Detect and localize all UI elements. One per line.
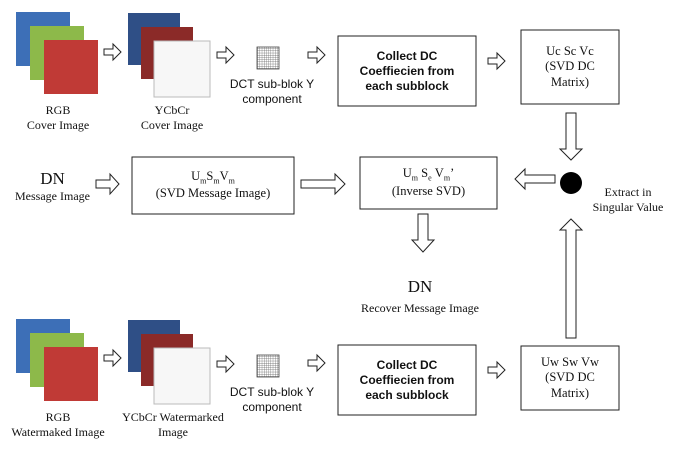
arrow-extract-to-inverse xyxy=(514,167,556,191)
message-image-caption: Message Image xyxy=(15,189,90,204)
svd-message-box xyxy=(131,156,295,215)
message-image-label: DN Message Image xyxy=(10,168,95,204)
dct-label-top: DCT sub-blok Y component xyxy=(222,77,322,107)
u-symbol: U xyxy=(402,166,412,181)
extract-node-dot xyxy=(560,172,582,194)
prime-mark: ’ xyxy=(450,166,455,181)
arrow-rgb-to-ycbcr-bottom xyxy=(103,348,122,368)
v-symbol: V xyxy=(219,168,229,183)
rgb-cover-line1: RGB xyxy=(45,103,71,117)
dn-recover-glyph: DN xyxy=(407,277,433,296)
inverse-svd-line2: (Inverse SVD) xyxy=(391,183,466,198)
collect-dc-box-top xyxy=(337,35,477,107)
arrow-inverse-down-to-recover xyxy=(410,213,436,253)
svd-dc-text-top: Uc Sc Vc (SVD DC Matrix) xyxy=(521,30,619,104)
ycbcr-cover-line1: YCbCr xyxy=(154,103,190,117)
u-subscript: m xyxy=(411,173,419,183)
v-subscript: m xyxy=(443,173,451,183)
rgb-watermarked-stack xyxy=(16,319,98,401)
arrow-svd-up-to-extract xyxy=(558,218,584,339)
svd-message-line2: (SVD Message Image) xyxy=(155,186,271,201)
s-symbol: S xyxy=(206,168,214,183)
ycbcr-cover-line2: Cover Image xyxy=(140,118,204,132)
collect-dc-text-top: Collect DC Coeffiecien from each subbloc… xyxy=(338,36,476,106)
s-subscript: m xyxy=(213,176,220,186)
extract-label: Extract in Singular Value xyxy=(582,185,674,215)
red-channel-square xyxy=(44,347,98,401)
u-symbol: U xyxy=(191,168,201,183)
collect-dc-box-bottom xyxy=(337,344,477,416)
extract-line1: Extract in xyxy=(604,185,652,199)
arrow-dct-to-collect-top xyxy=(307,45,326,65)
svd-bottom-line1: Uw Sw Vw xyxy=(540,354,600,369)
collect-top-line2: Coeffiecien from xyxy=(359,63,455,78)
svd-dc-box-bottom xyxy=(520,345,620,411)
ycbcr-cover-label: YCbCr Cover Image xyxy=(122,103,222,133)
arrow-dct-to-collect-bottom xyxy=(307,353,326,373)
red-channel-square xyxy=(44,40,98,94)
dct-label-bottom: DCT sub-blok Y component xyxy=(222,385,322,415)
dct-bottom-line1: DCT sub-blok Y xyxy=(229,385,315,399)
dct-top-line1: DCT sub-blok Y xyxy=(229,77,315,91)
dct-bottom-line2: component xyxy=(242,400,302,414)
rgb-watermarked-label: RGB Watermaked Image xyxy=(2,410,114,440)
arrow-svd-message-to-inverse xyxy=(300,172,346,196)
inverse-svd-box xyxy=(359,156,498,210)
svd-top-line3: Matrix) xyxy=(550,74,590,89)
recover-caption: Recover Message Image xyxy=(361,301,479,316)
arrow-message-to-svd xyxy=(95,172,120,196)
extract-line2: Singular Value xyxy=(592,200,664,214)
white-channel-square xyxy=(153,347,211,405)
rgb-cover-label: RGB Cover Image xyxy=(8,103,108,133)
svd-dc-text-bottom: Uw Sw Vw (SVD DC Matrix) xyxy=(521,346,619,410)
white-channel-square xyxy=(153,40,211,98)
dct-grid-icon-bottom xyxy=(256,354,280,378)
recover-message-label: DN Recover Message Image xyxy=(350,276,490,316)
svd-top-line2: (SVD DC xyxy=(545,59,595,74)
inverse-svd-formula: Um Se Vm’ xyxy=(403,166,454,184)
inverse-svd-text: Um Se Vm’ (Inverse SVD) xyxy=(360,157,497,209)
u-subscript: m xyxy=(200,176,207,186)
arrow-svd-down-to-extract xyxy=(558,112,584,161)
ycbcr-watermarked-stack xyxy=(128,320,211,405)
svd-bottom-line3: Matrix) xyxy=(550,385,590,400)
collect-top-line1: Collect DC xyxy=(376,48,438,63)
svd-top-line1: Uc Sc Vc xyxy=(546,43,594,58)
collect-bottom-line3: each subblock xyxy=(365,387,449,402)
arrow-ycbcr-to-dct-top xyxy=(216,45,235,65)
s-symbol: S xyxy=(421,166,429,181)
rgb-watermarked-line2: Watermaked Image xyxy=(11,425,105,439)
ycbcr-watermarked-label: YCbCr Watermarked Image xyxy=(114,410,232,440)
v-symbol: V xyxy=(434,166,444,181)
arrow-ycbcr-to-dct-bottom xyxy=(216,354,235,374)
rgb-watermarked-line1: RGB xyxy=(45,410,71,424)
svd-message-text: UmSmVm (SVD Message Image) xyxy=(132,157,294,214)
ycbcr-watermarked-line1: YCbCr Watermarked xyxy=(122,410,224,424)
svd-message-formula: UmSmVm xyxy=(191,169,235,187)
dct-grid-icon-top xyxy=(256,46,280,70)
arrow-rgb-to-ycbcr-top xyxy=(103,42,122,62)
collect-dc-text-bottom: Collect DC Coeffiecien from each subbloc… xyxy=(338,345,476,415)
ycbcr-cover-stack xyxy=(128,13,211,98)
collect-bottom-line1: Collect DC xyxy=(376,357,438,372)
arrow-collect-to-svd-top xyxy=(487,51,506,71)
dn-message-glyph: DN xyxy=(40,169,65,188)
rgb-cover-stack xyxy=(16,12,98,94)
svd-bottom-line2: (SVD DC xyxy=(545,370,595,385)
dct-top-line2: component xyxy=(242,92,302,106)
v-subscript: m xyxy=(228,176,235,186)
ycbcr-watermarked-line2: Image xyxy=(158,425,188,439)
s-subscript: e xyxy=(428,173,432,183)
collect-top-line3: each subblock xyxy=(365,78,449,93)
collect-bottom-line2: Coeffiecien from xyxy=(359,372,455,387)
arrow-collect-to-svd-bottom xyxy=(487,360,506,380)
rgb-cover-line2: Cover Image xyxy=(26,118,90,132)
svd-dc-box-top xyxy=(520,29,620,105)
